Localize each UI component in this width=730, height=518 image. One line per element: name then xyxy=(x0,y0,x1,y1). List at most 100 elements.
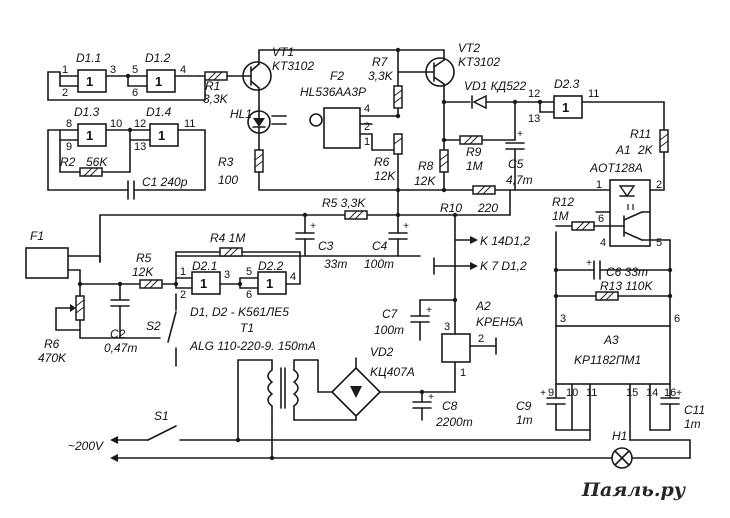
potentiometer-r6: R6 470K xyxy=(38,283,85,365)
svg-text:C8: C8 xyxy=(442,399,458,413)
svg-text:KT3102: KT3102 xyxy=(272,59,314,73)
sensor-f1: F1 xyxy=(25,229,101,285)
svg-text:220: 220 xyxy=(477,201,498,215)
svg-text:R9: R9 xyxy=(466,145,482,159)
svg-text:2: 2 xyxy=(656,179,662,191)
svg-text:4: 4 xyxy=(180,64,186,76)
svg-text:4: 4 xyxy=(290,271,296,283)
svg-text:VD2: VD2 xyxy=(370,345,394,359)
svg-text:R8: R8 xyxy=(418,159,434,173)
svg-text:11: 11 xyxy=(586,387,597,399)
switch-s2: S2 xyxy=(146,293,177,367)
svg-text:K 14D1,2: K 14D1,2 xyxy=(480,234,530,248)
svg-text:13: 13 xyxy=(528,113,540,125)
svg-text:11: 11 xyxy=(184,118,195,130)
svg-text:1m: 1m xyxy=(516,413,533,427)
svg-text:6: 6 xyxy=(132,87,138,99)
svg-text:R4 1M: R4 1M xyxy=(210,231,245,245)
svg-text:1: 1 xyxy=(266,276,273,291)
svg-text:C5: C5 xyxy=(508,157,524,171)
svg-text:2K: 2K xyxy=(637,143,654,157)
svg-text:D2.3: D2.3 xyxy=(554,77,580,91)
lamp-h1: H1 xyxy=(611,429,691,469)
svg-text:0,47m: 0,47m xyxy=(104,341,137,355)
svg-text:1: 1 xyxy=(158,128,165,143)
svg-text:D1.3: D1.3 xyxy=(74,105,100,119)
regulator-a2: A2 KPEH5A 3 2 1 xyxy=(441,299,523,379)
svg-text:2: 2 xyxy=(478,333,484,345)
svg-text:KЦ407A: KЦ407A xyxy=(370,365,415,379)
diode-vd1: VD1 КД522 xyxy=(443,79,529,110)
watermark-text: Паяль.ру xyxy=(581,479,687,501)
resistor-r11: R11 2K xyxy=(630,101,669,191)
resistor-r5-top: R5 3,3K xyxy=(322,196,368,220)
label-d1-1: D1.1 xyxy=(76,51,101,65)
svg-text:6: 6 xyxy=(674,313,680,325)
transistor-vt2: VT2 KT3102 xyxy=(397,41,500,141)
svg-text:1: 1 xyxy=(180,266,186,278)
svg-text:3: 3 xyxy=(224,269,230,281)
svg-text:VT1: VT1 xyxy=(272,45,294,59)
ic-a3: A3 KP1182ПМ1 3 6 9 10 11 15 14 16 xyxy=(548,313,680,399)
svg-text:A3: A3 xyxy=(603,333,619,347)
svg-text:2: 2 xyxy=(62,87,68,99)
gate-d1-2: 1 D1.2 5 6 4 xyxy=(127,51,201,99)
svg-text:1: 1 xyxy=(86,74,93,89)
capacitor-c3: + C3 33m xyxy=(295,214,347,271)
svg-text:VD1 КД522: VD1 КД522 xyxy=(464,79,527,93)
svg-text:ALG 110-220-9. 150mA: ALG 110-220-9. 150mA xyxy=(189,339,316,353)
switch-s1: S1 xyxy=(117,409,591,441)
capacitor-c1: C1 240p xyxy=(47,129,206,200)
svg-text:33m: 33m xyxy=(324,257,347,271)
capacitor-c9: + C9 1m xyxy=(516,383,591,431)
svg-text:1: 1 xyxy=(562,100,569,115)
photosensor-f2: F2 HL536AA3P 4 2 1 xyxy=(300,69,399,151)
svg-text:1: 1 xyxy=(460,367,466,379)
svg-text:2200m: 2200m xyxy=(435,415,473,429)
capacitor-c8: + C8 2200m xyxy=(412,391,473,429)
svg-text:T1: T1 xyxy=(240,321,254,335)
capacitor-c7: + C7 100m xyxy=(374,299,456,341)
svg-text:470K: 470K xyxy=(38,351,67,365)
svg-text:12K: 12K xyxy=(414,174,436,188)
svg-text:D2.1: D2.1 xyxy=(192,259,217,273)
svg-text:~200V: ~200V xyxy=(68,439,104,453)
svg-text:KPEH5A: KPEH5A xyxy=(476,315,523,329)
svg-text:4,7m: 4,7m xyxy=(506,173,533,187)
resistor-r8: R8 12K xyxy=(414,139,449,191)
svg-text:R1: R1 xyxy=(205,79,220,93)
svg-text:+: + xyxy=(676,388,682,399)
svg-text:D2.2: D2.2 xyxy=(258,259,284,273)
svg-text:C3: C3 xyxy=(318,239,334,253)
svg-text:R12: R12 xyxy=(552,195,574,209)
gate-d2-1: 1 D2.1 1 2 3 xyxy=(175,259,241,301)
svg-text:R6: R6 xyxy=(374,155,390,169)
svg-text:1: 1 xyxy=(86,128,93,143)
svg-text:R6: R6 xyxy=(44,337,60,351)
resistor-r5-bottom: R5 12K xyxy=(132,251,177,289)
resistor-r9: R9 1M xyxy=(443,135,516,173)
resistor-r6: R6 12K xyxy=(371,133,403,191)
svg-text:R3: R3 xyxy=(218,155,234,169)
svg-text:A2: A2 xyxy=(475,299,491,313)
transformer-t1: T1 ALG 110-220-9. 150mA xyxy=(189,321,319,459)
svg-text:+: + xyxy=(310,221,316,232)
svg-text:R5: R5 xyxy=(136,251,152,265)
svg-text:3: 3 xyxy=(560,313,566,325)
gates-type-note: D1, D2 - K561ЛЕ5 xyxy=(190,305,289,319)
gate-d1-3: 1 D1.3 8 9 10 xyxy=(59,105,131,153)
svg-text:R13 110K: R13 110K xyxy=(600,279,653,293)
svg-text:C9: C9 xyxy=(516,399,532,413)
svg-text:9: 9 xyxy=(548,387,554,399)
svg-text:C2: C2 xyxy=(110,327,126,341)
capacitor-c11: + C11 1m xyxy=(629,383,705,441)
svg-text:5: 5 xyxy=(246,266,252,278)
svg-text:4: 4 xyxy=(600,237,606,249)
svg-text:1: 1 xyxy=(155,74,162,89)
capacitor-c5: + C5 4,7m xyxy=(505,101,533,191)
svg-text:R11: R11 xyxy=(630,127,651,141)
resistor-r1: R1 3,3K xyxy=(199,71,244,106)
resistor-r13: R13 110K xyxy=(555,279,671,301)
svg-text:KP1182ПМ1: KP1182ПМ1 xyxy=(574,353,641,367)
svg-text:C1 240p: C1 240p xyxy=(142,175,188,189)
